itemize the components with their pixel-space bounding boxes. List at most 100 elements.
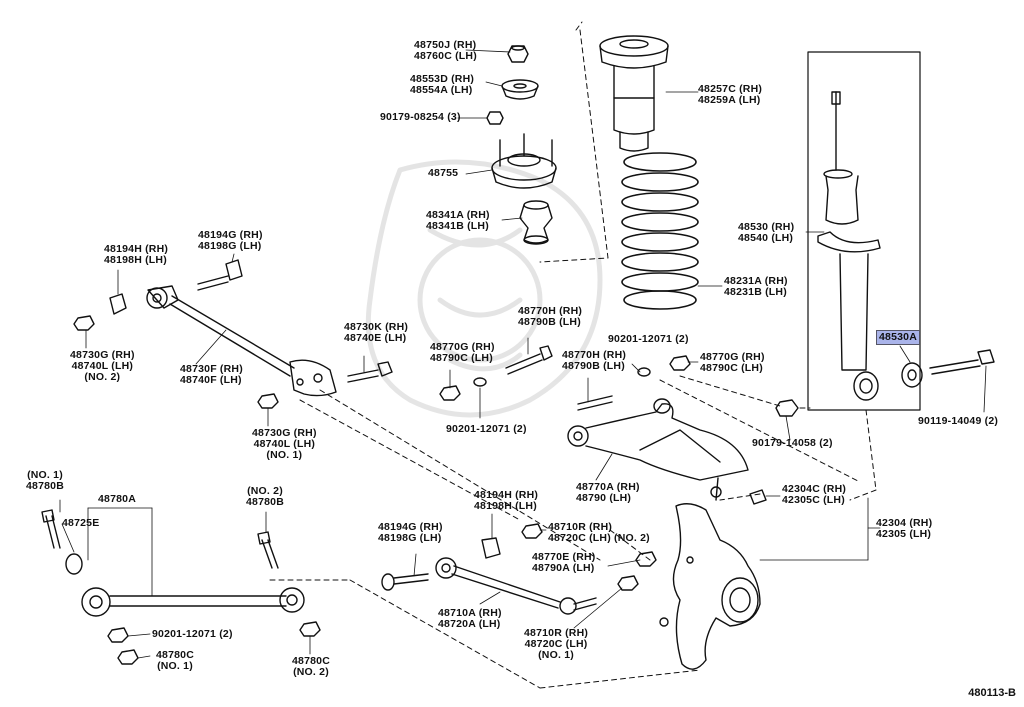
label-line: 48770H (RH) [562,349,627,361]
label-90201-bot: 90201-12071 (2) [152,629,233,640]
label-line: 48770G (RH) [700,351,765,363]
nut-48750j-icon [507,45,529,63]
label-48553d: 48553D (RH)48554A (LH) [410,74,474,96]
label-line: 48790B (LH) [562,360,625,372]
label-line: 48257C (RH) [698,83,763,95]
label-line: 48341A (RH) [426,209,490,221]
label-48770h-top: 48770H (RH)48790B (LH) [518,306,582,328]
label-line: 48198G (LH) [378,532,442,544]
label-line: 48198H (LH) [104,254,167,266]
bolt-48730k-icon [347,361,393,383]
label-line: 48194G (RH) [198,229,263,241]
shock-box [807,51,921,411]
nut-48770g-left-icon [439,385,461,401]
support-48755-icon [491,133,557,189]
label-line: (NO. 1) [266,449,303,461]
label-line: 48194H (RH) [474,489,539,501]
label-48710r-bot: 48710R (RH)48720C (LH)(NO. 1) [524,628,588,661]
boot-48257c-icon [599,35,669,152]
label-line: 48194G (RH) [378,521,443,533]
label-line: 48790A (LH) [532,562,595,574]
label-line: 48780B [246,496,284,508]
label-line: (NO. 1) [157,660,193,672]
nut-48730g-no1-icon [257,393,279,409]
bolt-90119-icon [929,349,995,375]
label-48710r-top: 48710R (RH)48720C (LH) (NO. 2) [548,522,650,544]
label-line: 42305C (LH) [782,494,845,506]
label-line: 48530 (RH) [738,221,795,233]
label-line: 90201-12071 (2) [446,423,527,435]
washer-48553d-icon [501,79,539,100]
nut-48710r-bot-icon [617,575,639,591]
label-48780c-no2: 48780C(NO. 2) [292,656,330,678]
label-line: 48770H (RH) [518,305,583,317]
label-line: 90201-12071 (2) [608,333,689,345]
label-line: 48750J (RH) [414,39,477,51]
dashed-group-mount [539,21,609,263]
label-line: 48198G (LH) [198,240,262,252]
label-48530: 48530 (RH)48540 (LH) [738,222,794,244]
bushing-48194g-bot-icon [381,573,429,591]
label-line: 48730G (RH) [70,349,135,361]
label-line: 48259A (LH) [698,94,761,106]
label-line: 48554A (LH) [410,84,473,96]
nut-48710r-top-icon [521,523,543,539]
label-48194h-top: 48194H (RH)48198H (LH) [104,244,168,266]
label-48750j: 48750J (RH)48760C (LH) [414,40,477,62]
label-line-highlighted: 48530A [876,330,920,345]
label-48194g-bot: 48194G (RH)48198G (LH) [378,522,443,544]
label-48770h-mid: 48770H (RH)48790B (LH) [562,350,626,372]
bolt-48770h-top-icon [505,345,553,375]
label-line: 48720C (LH) (NO. 2) [548,532,650,544]
label-48755: 48755 [428,168,458,179]
label-line: 48730G (RH) [252,427,317,439]
nut-90179-14058-icon [775,399,799,417]
label-line: 48710A (RH) [438,607,502,619]
label-line: 48720C (LH) [524,638,588,650]
label-48780a: 48780A [98,494,136,505]
nut-48780c-no2-icon [299,621,321,637]
label-90179-14058: 90179-14058 (2) [752,438,833,449]
diagram-id: 480113-B [968,687,1016,699]
shock-absorber-48530-icon [817,91,881,401]
bolt-48780b-no1-icon [41,509,61,549]
label-48725e: 48725E [62,518,99,529]
label-48730f: 48730F (RH)48740F (LH) [180,364,243,386]
label-90119-14049: 90119-14049 (2) [918,416,998,427]
label-line: 48710R (RH) [548,521,613,533]
leader-lines [59,49,987,659]
label-42304: 42304 (RH)42305 (LH) [876,518,932,540]
label-line: 48740L (LH) [253,438,316,450]
label-line: 48194H (RH) [104,243,169,255]
label-48780b-no2: (NO. 2)48780B [246,486,284,508]
label-line: (NO. 2) [247,485,283,497]
label-line: 48760C (LH) [414,50,477,62]
label-line: 48755 [428,167,459,179]
label-line: 48710R (RH) [524,627,589,639]
label-line: (NO. 2) [84,371,121,383]
bushing-48194g-top-icon [197,259,243,291]
label-line: 90119-14049 (2) [918,415,999,427]
lower-link-48710a-icon [435,557,577,615]
washer-90201-mid-icon [473,377,487,387]
label-line: (NO. 1) [27,469,63,481]
label-48257c: 48257C (RH)48259A (LH) [698,84,762,106]
label-line: 48780B [26,480,64,492]
bushing-48530a-icon [901,362,923,388]
nut-48720c-no2-icon [635,551,657,567]
label-line: 48198H (LH) [474,500,537,512]
nut-48730g-no2-icon [73,315,95,331]
label-line: (NO. 1) [538,649,574,661]
bumper-48341a-icon [519,200,553,245]
nut-48770g-right-icon [669,355,691,371]
label-48194g-top: 48194G (RH)48198G (LH) [198,230,263,252]
label-line: 48740F (LH) [180,374,242,386]
label-line: 48553D (RH) [410,73,475,85]
bushing-48194h-top-icon [109,293,127,315]
label-line: 48770E (RH) [532,551,596,563]
label-90201-top: 90201-12071 (2) [608,334,689,345]
label-line: 48540 (LH) [738,232,794,244]
label-line: 90201-12071 (2) [152,628,233,640]
knuckle-42304-icon [659,503,761,670]
